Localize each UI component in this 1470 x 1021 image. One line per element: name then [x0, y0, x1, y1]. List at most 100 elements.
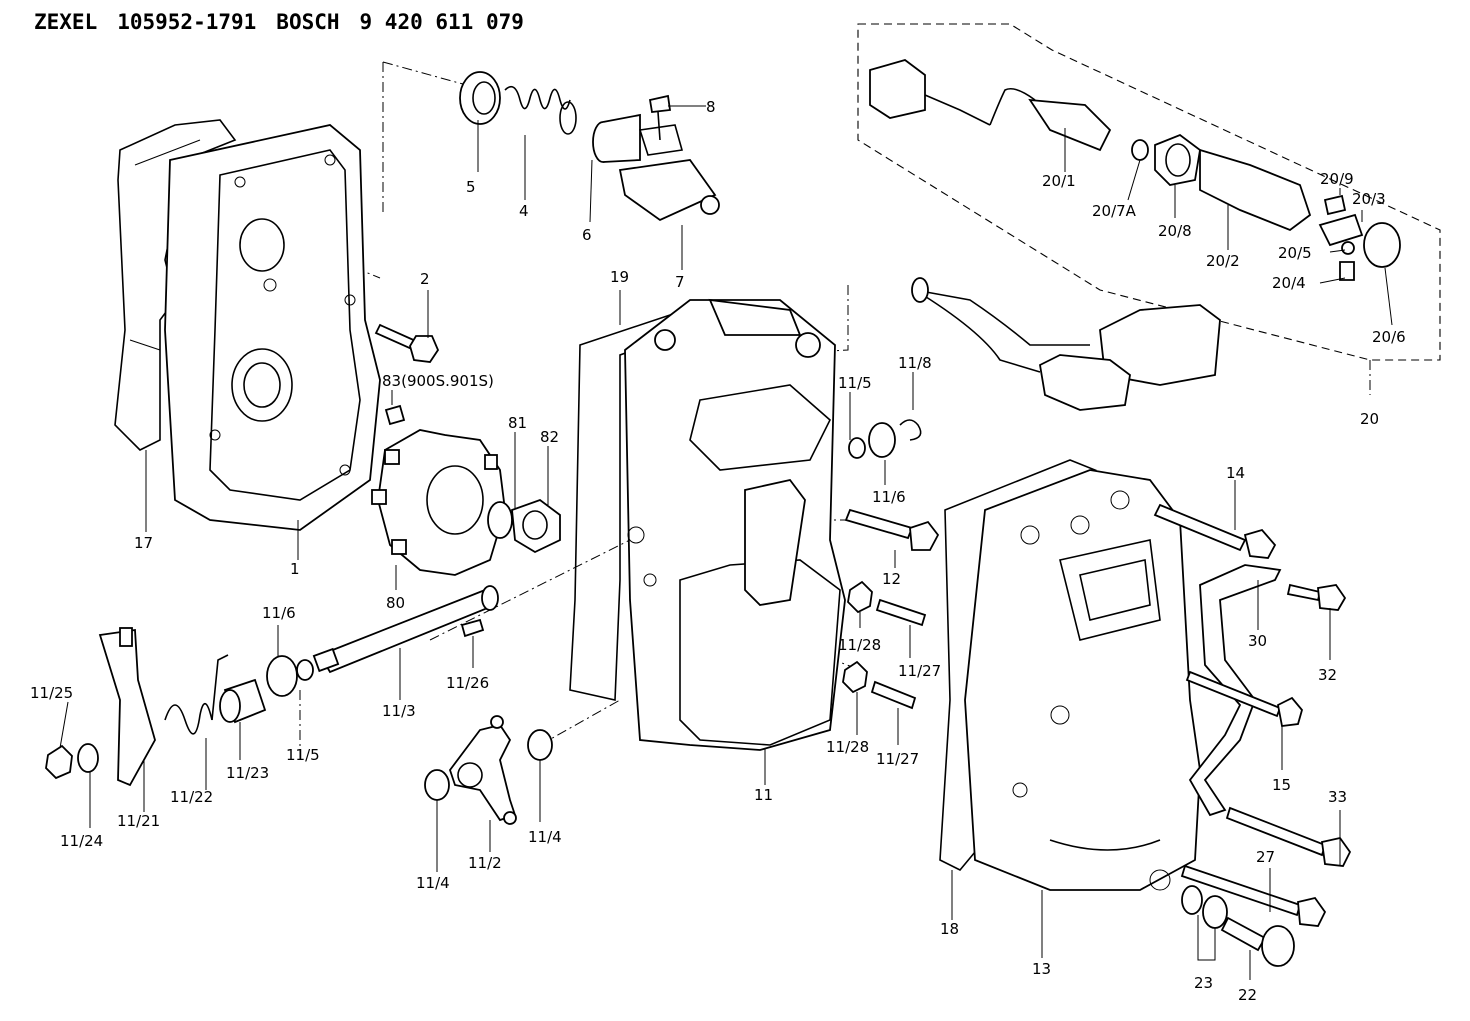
bosch-part-number: 9 420 611 079 — [359, 10, 524, 34]
label-11-2: 11/2 — [468, 854, 502, 872]
callout-labels: 5 4 6 8 7 2 83(900S.901S) 81 82 17 1 80 … — [30, 98, 1406, 1004]
connector-plug-top — [869, 59, 1036, 126]
screw-20-4 — [1339, 261, 1355, 281]
bolt-2 — [374, 323, 440, 363]
cover-13 — [964, 469, 1201, 891]
label-12: 12 — [882, 570, 901, 588]
nut-82 — [511, 498, 561, 554]
label-11-28-upper: 11/28 — [838, 636, 881, 654]
label-11-28-lower: 11/28 — [826, 738, 869, 756]
label-11-24: 11/24 — [60, 832, 103, 850]
bolt-33 — [1225, 806, 1352, 867]
gear-80 — [371, 429, 506, 576]
ring-11-5-right — [848, 437, 866, 459]
label-80: 80 — [386, 594, 405, 612]
label-30: 30 — [1248, 632, 1267, 650]
label-33: 33 — [1328, 788, 1347, 806]
label-82: 82 — [540, 428, 559, 446]
harness-boundary — [857, 23, 1441, 361]
label-15: 15 — [1272, 776, 1291, 794]
solenoid-6 — [592, 113, 641, 163]
label-20-2: 20/2 — [1206, 252, 1240, 270]
label-17: 17 — [134, 534, 153, 552]
label-83: 83(900S.901S) — [382, 372, 494, 390]
label-23: 23 — [1194, 974, 1213, 992]
key-83 — [384, 404, 406, 426]
housing-1 — [164, 124, 381, 531]
ring-11-5-left — [296, 659, 314, 681]
zexel-part-number: 105952-1791 — [117, 10, 257, 34]
clip-20-9 — [1323, 194, 1347, 216]
label-20-6: 20/6 — [1372, 328, 1406, 346]
leader-lines — [59, 105, 1393, 980]
oring-20-7a — [1131, 139, 1149, 161]
label-27: 27 — [1256, 848, 1275, 866]
washer-11-6-left — [266, 655, 298, 697]
shaft-11-3 — [312, 585, 499, 674]
label-14: 14 — [1226, 464, 1245, 482]
label-20-5: 20/5 — [1278, 244, 1312, 262]
lever-11-21 — [98, 627, 156, 787]
label-11-22: 11/22 — [170, 788, 213, 806]
washer-11-4-left — [424, 769, 450, 801]
washer-81 — [487, 501, 513, 539]
bolt-12 — [844, 508, 940, 551]
guide-line-11-4 — [539, 699, 621, 746]
label-11-6-left: 11/6 — [262, 604, 296, 622]
label-4: 4 — [519, 202, 529, 220]
stud-11-27-lower — [870, 680, 917, 710]
label-8: 8 — [706, 98, 716, 116]
pin-11-26 — [460, 618, 485, 638]
label-13: 13 — [1032, 960, 1051, 978]
brand-zexel: ZEXEL — [34, 10, 98, 34]
label-20: 20 — [1360, 410, 1379, 428]
sensor-20-1 — [1028, 98, 1112, 152]
sensor-body-20-2 — [1199, 148, 1312, 232]
label-2: 2 — [420, 270, 430, 288]
screw-8 — [648, 94, 672, 141]
label-20-8: 20/8 — [1158, 222, 1192, 240]
guide-line-5b — [382, 61, 471, 87]
label-18: 18 — [940, 920, 959, 938]
nut-11-25 — [45, 744, 73, 780]
washer-11-4-right — [527, 729, 553, 761]
label-20-1: 20/1 — [1042, 172, 1076, 190]
spring-4 — [504, 85, 577, 135]
washer-23a — [1181, 885, 1203, 915]
bushing-11-23 — [219, 678, 267, 724]
label-20-9: 20/9 — [1320, 170, 1354, 188]
label-20-7a: 20/7A — [1092, 202, 1137, 220]
label-20-4: 20/4 — [1272, 274, 1306, 292]
plug-22 — [1220, 916, 1295, 967]
label-11: 11 — [754, 786, 773, 804]
nut-11-28-lower — [842, 660, 868, 694]
gasket-17-inner — [129, 139, 201, 351]
label-11-5-right: 11/5 — [838, 374, 872, 392]
nut-20-8 — [1154, 133, 1201, 186]
brand-bosch: BOSCH — [276, 10, 340, 34]
label-11-6-right: 11/6 — [872, 488, 906, 506]
label-11-4-right: 11/4 — [528, 828, 562, 846]
harness-connector-20 — [911, 277, 1221, 411]
label-7: 7 — [675, 273, 685, 291]
seal-ring-5 — [459, 71, 501, 125]
washer-20-5 — [1341, 241, 1355, 255]
label-81: 81 — [508, 414, 527, 432]
bracket-7 — [618, 124, 720, 222]
washer-11-24 — [77, 743, 99, 773]
terminal-20-3 — [1318, 213, 1364, 247]
ring-20-6 — [1363, 222, 1401, 268]
label-11-26: 11/26 — [446, 674, 489, 692]
label-19: 19 — [610, 268, 629, 286]
label-5: 5 — [466, 178, 476, 196]
nut-11-28-upper — [847, 580, 873, 614]
label-11-25: 11/25 — [30, 684, 73, 702]
label-11-21: 11/21 — [117, 812, 160, 830]
label-11-5-left: 11/5 — [286, 746, 320, 764]
label-22: 22 — [1238, 986, 1257, 1004]
clip-11-8 — [899, 419, 922, 441]
actuator-11 — [624, 298, 846, 751]
bolt-14 — [1153, 503, 1277, 559]
bolt-15 — [1185, 670, 1303, 727]
